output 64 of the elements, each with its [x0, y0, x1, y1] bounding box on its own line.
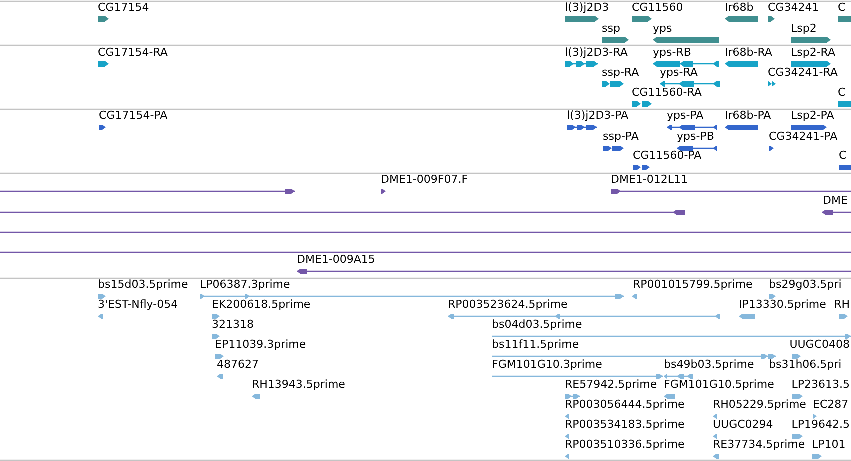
feature-label: EC287 [813, 399, 849, 411]
feature-label: RP003523624.5prime [448, 299, 568, 311]
feature-label: Lsp2-RA [791, 47, 836, 59]
feature-label: RP003056444.5prime [565, 399, 685, 411]
feature-label: RH05229.5prime [713, 399, 806, 411]
feature-label: DME1-009A15 [297, 254, 376, 266]
feature-label: UUGC0408 [790, 339, 850, 351]
feature-label: C [839, 150, 847, 162]
feature-label: CG17154-RA [98, 47, 168, 59]
feature-label: RH [834, 299, 850, 311]
feature-label: Ir68b-RA [725, 47, 772, 59]
feature-label: CG17154 [98, 2, 150, 14]
feature-label: yps-RB [653, 47, 692, 59]
feature-label: IP13330.5prime [739, 299, 826, 311]
feature-label: CG17154-PA [99, 110, 168, 122]
feature-label: yps-PA [667, 110, 704, 122]
feature-label: CG11560-RA [632, 87, 702, 99]
feature-label: Ir68b-PA [725, 110, 772, 122]
feature-label: bs15d03.5prime [98, 279, 188, 291]
feature-label: RE37734.5prime [713, 439, 806, 451]
feature-label: C [838, 2, 846, 14]
feature-label: CG34241-RA [768, 67, 838, 79]
feature-label: CG11560 [632, 2, 684, 14]
feature-label: bs31h06.5pri [769, 359, 842, 371]
feature-label: LP19642.5 [792, 419, 850, 431]
feature-label: EK200618.5prime [212, 299, 311, 311]
feature-label: CG11560-PA [633, 150, 702, 162]
feature-label: bs49b03.5prime [664, 359, 754, 371]
feature-label: FGM101G10.5prime [664, 379, 774, 391]
feature-label: LP23613.5 [792, 379, 850, 391]
feature-label: l(3)j2D3-PA [567, 110, 629, 122]
feature-label: Lsp2 [791, 23, 817, 35]
feature-label: yps-RA [660, 67, 698, 79]
feature-label: Lsp2-PA [791, 110, 834, 122]
feature-label: FGM101G10.3prime [492, 359, 602, 371]
feature-label: RH13943.5prime [252, 379, 346, 391]
feature-label: 487627 [217, 359, 259, 371]
feature-label: RP003510336.5prime [565, 439, 685, 451]
feature-label: ssp [602, 23, 620, 35]
feature-label: l(3)j2D3-RA [565, 47, 628, 59]
feature-label: LP06387.3prime [200, 279, 290, 291]
feature-label: bs04d03.5prime [492, 319, 582, 331]
feature-label: bs29g03.5pri [769, 279, 842, 291]
feature-label: Ir68b [725, 2, 754, 14]
feature-label: RP003534183.5prime [565, 419, 685, 431]
feature-label: LP101 [812, 439, 846, 451]
feature-label: C [838, 87, 846, 99]
feature-label: CG34241 [768, 2, 820, 14]
feature-label: ssp-PA [603, 131, 639, 143]
feature-label: RP001015799.5prime [633, 279, 753, 291]
feature-label: 3'EST-Nfly-054 [98, 299, 178, 311]
feature-label: l(3)j2D3 [565, 2, 610, 14]
feature-label: ssp-RA [602, 67, 640, 79]
feature-label: bs11f11.5prime [492, 339, 580, 351]
feature-label: yps-PB [677, 131, 714, 143]
feature-label: DME1-012L11 [611, 174, 688, 186]
feature-label: DME [823, 195, 848, 207]
feature-label: yps [653, 23, 672, 35]
feature-label: EP11039.3prime [215, 339, 306, 351]
feature-label: RE57942.5prime [565, 379, 658, 391]
feature-label: CG34241-PA [769, 131, 838, 143]
feature-label: 321318 [212, 319, 254, 331]
feature-label: UUGC0294 [713, 419, 774, 431]
feature-label: DME1-009F07.F [381, 174, 468, 186]
